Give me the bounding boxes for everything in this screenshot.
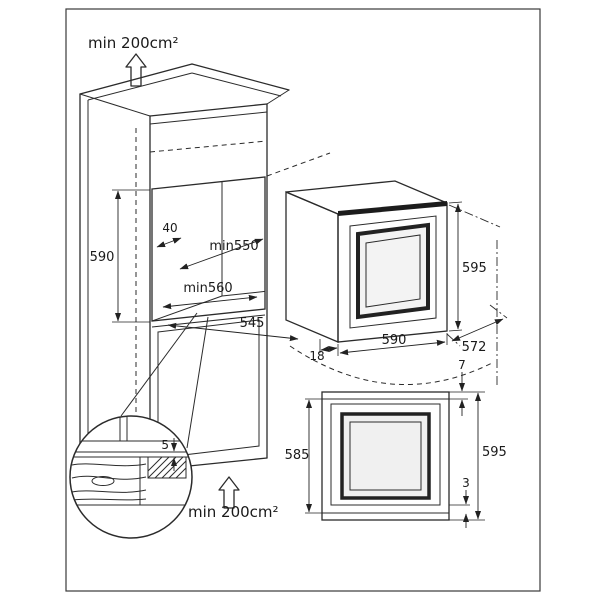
dim-top-gap: 7	[458, 358, 466, 372]
cabinet-dimensions: 590 40 min550 min560 545	[90, 189, 299, 342]
dim-niche-depth: min550	[209, 239, 258, 254]
dim-niche-width: min560	[183, 281, 232, 296]
detail-callout: 5	[69, 312, 209, 539]
bottom-vent-annotation: min 200cm²	[188, 476, 279, 521]
dim-appliance-width: 590	[382, 333, 407, 348]
dim-front-left-height: 585	[285, 448, 310, 463]
door-swing-arc	[289, 345, 495, 386]
dim-front-right-height: 595	[482, 445, 507, 460]
dim-detail-gap: 5	[161, 438, 169, 452]
front-view-dimensions: 585 595 7 3	[285, 358, 507, 528]
vent-up-arrow-bottom-icon	[218, 476, 240, 509]
dim-top-setback: 40	[162, 221, 177, 235]
appliance-dimensions: 595 590 18 572	[309, 201, 504, 363]
appliance-isometric	[285, 180, 508, 388]
appliance-door-glass	[365, 234, 421, 308]
appliance-front-view	[321, 391, 450, 521]
dim-base-depth: 545	[240, 316, 265, 331]
dim-appliance-height: 595	[462, 261, 487, 276]
dim-niche-height: 590	[90, 250, 115, 265]
detail-circle	[69, 415, 193, 539]
dim-bottom-gap: 3	[462, 476, 470, 490]
bottom-vent-label: min 200cm²	[188, 503, 279, 521]
front-view-door-frame	[340, 412, 431, 500]
dim-front-clearance: 18	[309, 349, 324, 363]
appliance-door-frame	[356, 222, 430, 320]
top-vent-label: min 200cm²	[88, 34, 179, 52]
appliance-top-trim	[338, 201, 447, 216]
dim-appliance-depth: 572	[462, 340, 487, 355]
wood-knot	[91, 476, 115, 486]
top-vent-annotation: min 200cm²	[88, 34, 179, 87]
